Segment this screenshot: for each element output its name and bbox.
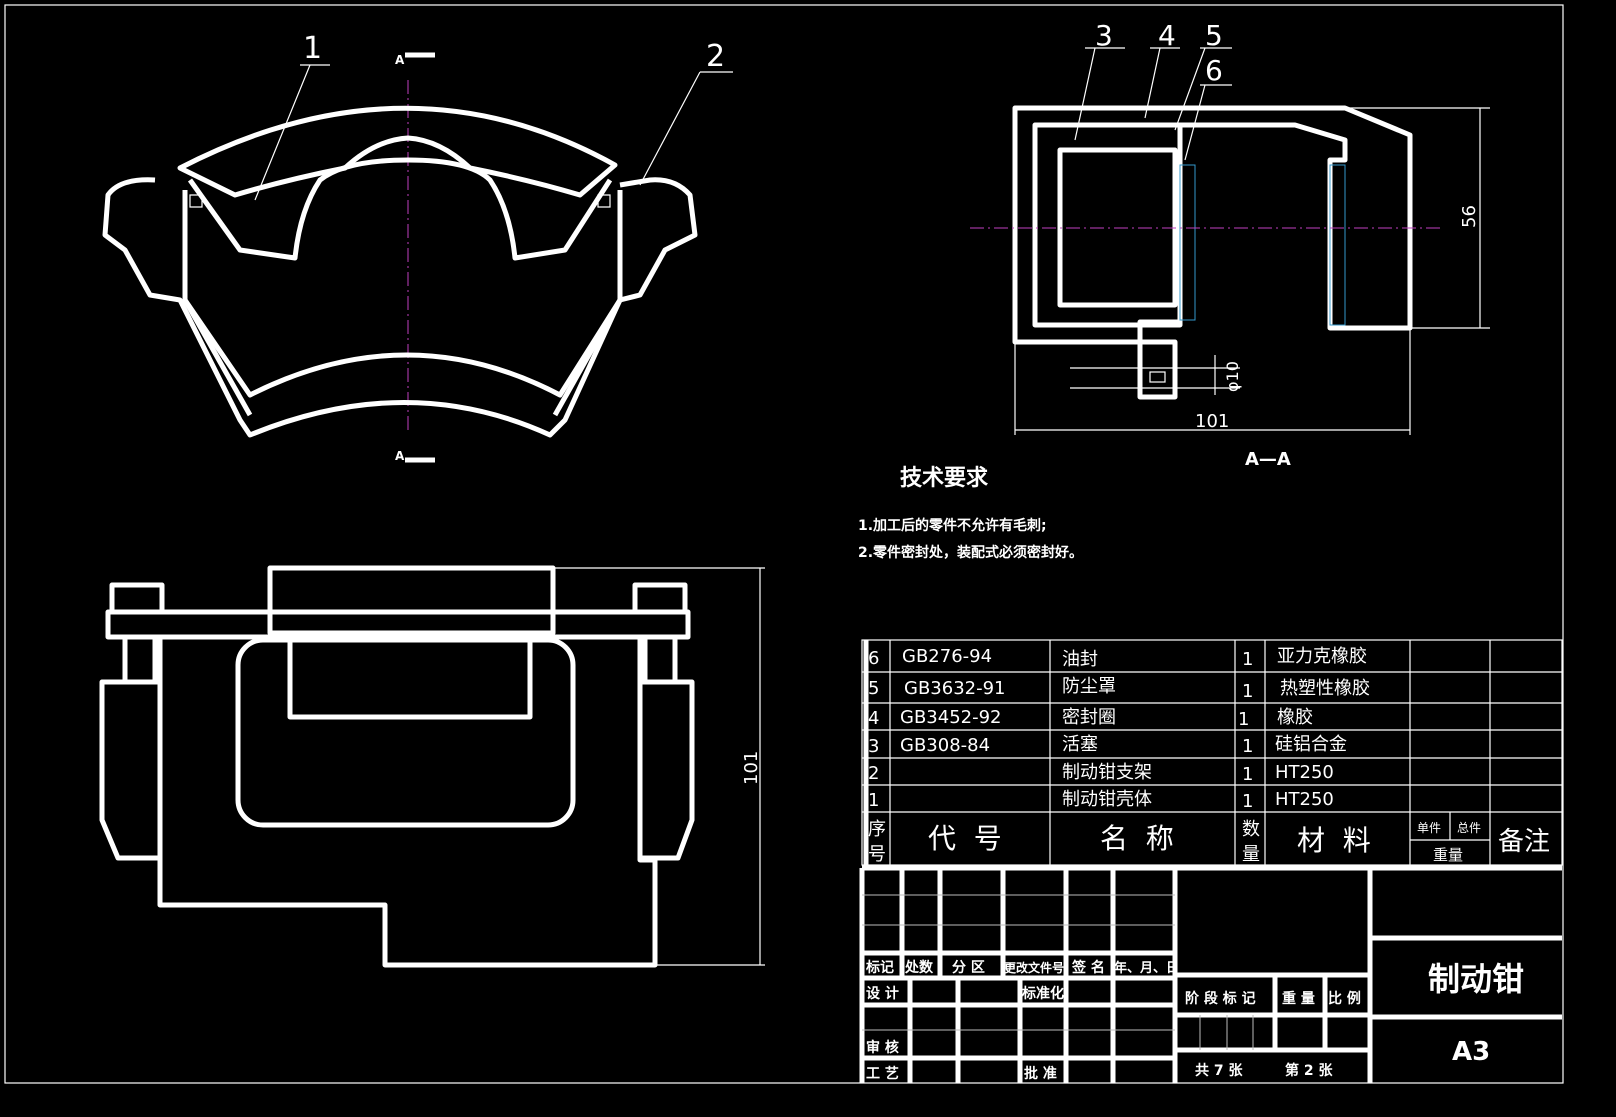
row5-name: 防尘罩 xyxy=(1062,676,1116,697)
tb-stage: 阶 段 标 记 xyxy=(1185,990,1256,1007)
section-mark-bottom: A xyxy=(395,449,405,463)
tech-req-1: 1.加工后的零件不允许有毛刺; xyxy=(858,517,1047,534)
row4-qty: 1 xyxy=(1238,709,1249,730)
row3-qty: 1 xyxy=(1242,736,1253,757)
row6-code: GB276-94 xyxy=(902,646,992,667)
tb-label-zone: 分 区 xyxy=(952,960,985,976)
dim-56: 56 xyxy=(1459,205,1480,228)
tech-req-2: 2.零件密封处，装配式必须密封好。 xyxy=(858,544,1083,561)
tb-sheet-no: 第 2 张 xyxy=(1285,1062,1333,1079)
tb-approve: 批 准 xyxy=(1024,1065,1057,1082)
hdr-weight: 重量 xyxy=(1433,846,1463,864)
section-mark-top: A xyxy=(395,53,405,67)
row1-no: 1 xyxy=(868,790,879,811)
tb-scale: 比 例 xyxy=(1328,990,1361,1007)
row3-material: 硅铝合金 xyxy=(1275,734,1347,755)
hdr-qty-2: 量 xyxy=(1242,844,1260,865)
row1-name: 制动钳壳体 xyxy=(1062,789,1152,810)
hdr-no-1: 序 xyxy=(868,819,886,840)
row4-code: GB3452-92 xyxy=(900,707,1002,728)
row2-no: 2 xyxy=(868,763,879,784)
tb-process: 工 艺 xyxy=(866,1065,899,1082)
row1-qty: 1 xyxy=(1242,791,1253,812)
balloon-2: 2 xyxy=(706,39,725,74)
row6-material: 亚力克橡胶 xyxy=(1277,646,1367,667)
row5-qty: 1 xyxy=(1242,681,1253,702)
row6-qty: 1 xyxy=(1242,649,1253,670)
dim-phi10: φ10 xyxy=(1223,361,1242,392)
hdr-qty-1: 数 xyxy=(1242,819,1260,840)
row6-no: 6 xyxy=(868,648,879,669)
balloon-5: 5 xyxy=(1205,19,1223,52)
section-title: A—A xyxy=(1245,449,1291,470)
balloon-6: 6 xyxy=(1205,54,1223,87)
balloon-4: 4 xyxy=(1158,19,1176,52)
tb-standard: 标准化 xyxy=(1021,985,1064,1002)
row6-name: 油封 xyxy=(1062,649,1098,670)
title-block: 标记 处数 分 区 更改文件号 签 名 年、月、日 设 计 标准化 审 核 工 … xyxy=(859,865,1562,1083)
tb-weight: 重 量 xyxy=(1282,990,1315,1007)
hdr-material: 材 料 xyxy=(1297,824,1371,857)
row2-material: HT250 xyxy=(1275,762,1334,783)
hdr-code: 代 号 xyxy=(928,822,1002,855)
top-view: 1 2 A A xyxy=(102,31,733,463)
hdr-total: 总件 xyxy=(1457,821,1481,835)
row3-name: 活塞 xyxy=(1062,734,1098,755)
row5-code: GB3632-91 xyxy=(904,678,1006,699)
hdr-no-2: 号 xyxy=(868,844,886,865)
row1-material: HT250 xyxy=(1275,789,1334,810)
hdr-name: 名 称 xyxy=(1100,822,1174,855)
dim-101-section: 101 xyxy=(1195,411,1229,432)
tb-review: 审 核 xyxy=(866,1039,899,1056)
front-view: 101 xyxy=(99,565,765,968)
row2-name: 制动钳支架 xyxy=(1062,762,1152,783)
drawing-name: 制动钳 xyxy=(1428,960,1524,998)
hdr-unit: 单件 xyxy=(1417,821,1441,835)
row4-no: 4 xyxy=(868,708,879,729)
dim-101-front: 101 xyxy=(741,751,762,785)
tb-label-date: 年、月、日 xyxy=(1114,960,1179,976)
row3-no: 3 xyxy=(868,736,879,757)
row5-no: 5 xyxy=(868,678,879,699)
row3-code: GB308-84 xyxy=(900,735,990,756)
row4-material: 橡胶 xyxy=(1277,707,1313,728)
section-view: 56 101 φ10 3 4 5 6 A—A xyxy=(970,19,1490,470)
row2-qty: 1 xyxy=(1242,764,1253,785)
parts-list: 6 GB276-94 油封 1 亚力克橡胶 5 GB3632-91 防尘罩 1 … xyxy=(861,639,1563,866)
tb-design: 设 计 xyxy=(866,985,899,1002)
tb-label-sign: 签 名 xyxy=(1071,959,1105,976)
row4-name: 密封圈 xyxy=(1062,707,1116,728)
balloon-1: 1 xyxy=(303,31,322,66)
tech-req-title: 技术要求 xyxy=(900,466,988,491)
hdr-remark: 备注 xyxy=(1498,827,1550,857)
paper-format: A3 xyxy=(1452,1037,1490,1067)
balloon-3: 3 xyxy=(1095,19,1113,52)
tb-label-change-doc: 更改文件号 xyxy=(1004,960,1064,975)
tb-label-mark: 标记 xyxy=(865,959,894,976)
drawing-frame xyxy=(4,4,1564,1084)
tb-sheets: 共 7 张 xyxy=(1195,1062,1243,1079)
tb-label-count: 处数 xyxy=(904,959,934,976)
row5-material: 热塑性橡胶 xyxy=(1280,678,1370,699)
